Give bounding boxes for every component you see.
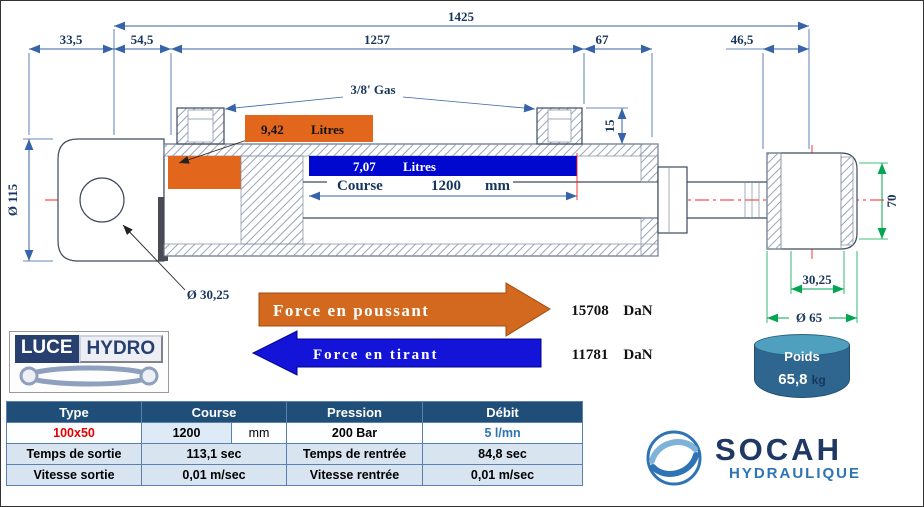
cell-temps-rentree-label: Temps de rentrée	[286, 443, 424, 465]
technical-drawing: 7,07 Litres Course 1200 mm	[5, 9, 899, 376]
dim-dia-head: Ø 65	[796, 310, 823, 325]
weight-value: 65,8	[778, 371, 808, 388]
dim-c: 1257	[364, 32, 391, 47]
dimension-lines-green	[766, 162, 888, 323]
table-row-times: Temps de sortie 113,1 sec Temps de rentr…	[6, 443, 584, 465]
lucehydro-word-hydro: HYDRO	[78, 335, 164, 363]
force-pull-value: 11781	[572, 347, 609, 363]
cell-vitesse-rentree-value: 0,01 m/sec	[422, 464, 584, 486]
dim-b: 54,5	[131, 32, 154, 47]
spec-table: Type Course Pression Débit 100x50 1200 m…	[6, 401, 584, 486]
cell-temps-sortie-label: Temps de sortie	[6, 443, 142, 465]
dimension-lines-blue	[23, 21, 810, 262]
header-course: Course	[140, 401, 288, 423]
dimension-labels-green: 70 30,25 Ø 65	[796, 195, 899, 326]
dim-head-width: 30,25	[802, 272, 832, 287]
socah-swirl-icon	[646, 430, 702, 486]
cell-temps-rentree-value: 84,8 sec	[422, 443, 584, 465]
cell-pression: 200 Bar	[286, 422, 424, 444]
barrel-wall-top	[163, 143, 659, 157]
header-type: Type	[6, 401, 142, 423]
push-volume-fill	[168, 156, 241, 189]
cell-vitesse-sortie-value: 0,01 m/sec	[140, 464, 288, 486]
rear-clevis	[57, 138, 180, 262]
force-pull-label: Force en tirant	[313, 347, 439, 363]
socah-name: SOCAH	[715, 432, 842, 467]
cell-type: 100x50	[6, 422, 142, 444]
socah-wordmark: SOCAH HYDRAULIQUE	[715, 434, 861, 482]
piston	[240, 155, 304, 245]
dim-dia-body: Ø 115	[5, 183, 20, 216]
force-push-value: 15708	[571, 303, 609, 319]
course-label: Course	[337, 178, 383, 194]
header-pression: Pression	[286, 401, 424, 423]
pin-diameter-annotation: Ø 30,25	[122, 224, 230, 302]
table-row-speeds: Vitesse sortie 0,01 m/sec Vitesse rentré…	[6, 464, 584, 486]
clevis-pin-bar	[158, 197, 168, 261]
port-rear	[176, 107, 225, 145]
course-dimension: Course 1200 mm	[309, 177, 577, 201]
force-pull-unit: DaN	[623, 347, 652, 363]
dim-head-height: 70	[884, 195, 899, 208]
dim-port-height: 15	[602, 119, 617, 133]
push-volume-value: 9,42	[261, 122, 284, 137]
push-volume-unit: Litres	[311, 122, 344, 137]
gas-port-annotation: 3/8' Gas	[224, 82, 536, 113]
cell-course: 1200	[141, 422, 232, 444]
weight-unit: kg	[811, 373, 826, 387]
dim-a: 33,5	[60, 32, 83, 47]
lucehydro-link-icon	[19, 365, 159, 387]
table-header-row: Type Course Pression Débit	[6, 401, 584, 423]
dim-e: 46,5	[731, 32, 754, 47]
force-push-arrow: Force en poussant	[258, 282, 551, 337]
force-push-unit: DaN	[623, 303, 652, 319]
pull-volume-value: 7,07	[353, 159, 376, 174]
course-value: 1200	[431, 178, 461, 194]
dim-dia-pin: Ø 30,25	[187, 287, 230, 302]
push-volume-callout: 9,42 Litres	[178, 115, 373, 164]
force-pull-arrow: Force en tirant	[251, 330, 542, 376]
lucehydro-word-luce: LUCE	[14, 335, 79, 363]
pull-volume-fill	[309, 156, 577, 176]
cell-temps-sortie-value: 113,1 sec	[140, 443, 288, 465]
gas-port-label: 3/8' Gas	[350, 82, 395, 97]
weight-cylinder-top	[754, 334, 850, 356]
dim-d: 67	[596, 32, 610, 47]
cell-vitesse-rentree-label: Vitesse rentrée	[286, 464, 424, 486]
gland-end-cap	[640, 143, 688, 257]
barrel-wall-bottom	[163, 243, 659, 257]
cell-debit: 5 l/mn	[422, 422, 584, 444]
weight-label: Poids	[784, 349, 820, 364]
socah-logo: SOCAH HYDRAULIQUE	[643, 427, 861, 489]
clevis-eye	[79, 177, 125, 223]
rod-head	[766, 152, 858, 250]
weight-value-row: 65,8 kg	[754, 371, 850, 388]
course-unit: mm	[485, 178, 510, 194]
cell-course-unit: mm	[230, 422, 288, 444]
port-front	[536, 107, 583, 145]
pull-volume-unit: Litres	[403, 159, 436, 174]
table-row-values: 100x50 1200 mm 200 Bar 5 l/mn	[6, 422, 584, 444]
force-push-label: Force en poussant	[273, 301, 429, 320]
dimension-labels-blue: 1425 33,5 54,5 1257 67 46,5 Ø 115 15	[5, 9, 754, 216]
header-debit: Débit	[422, 401, 584, 423]
weight-widget: Poids 65,8 kg	[754, 334, 850, 398]
socah-subtitle: HYDRAULIQUE	[729, 465, 862, 482]
cell-vitesse-sortie-label: Vitesse sortie	[6, 464, 142, 486]
dim-total: 1425	[448, 9, 475, 24]
